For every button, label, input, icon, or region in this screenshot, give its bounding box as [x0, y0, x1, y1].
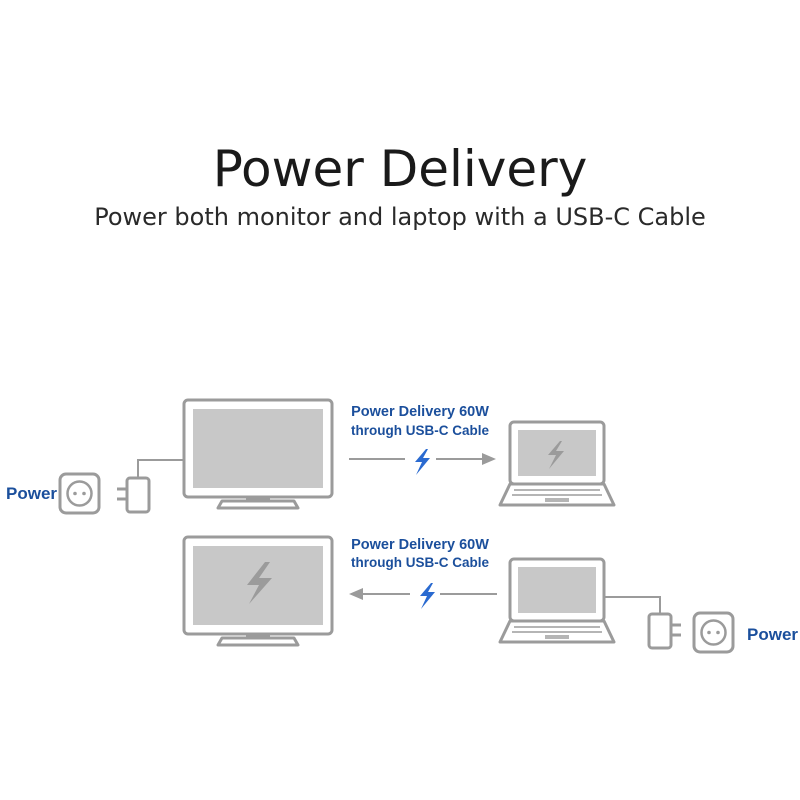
wall-socket-icon-top — [58, 472, 101, 515]
power-cable-top — [137, 459, 184, 478]
pd-label-top-line2: through USB-C Cable — [351, 423, 489, 438]
power-cable-bottom — [604, 596, 661, 614]
power-label-bottom: Power — [747, 625, 799, 644]
lightning-icon-bottom — [420, 583, 435, 609]
monitor-icon-bottom — [182, 535, 334, 647]
page-subtitle: Power both monitor and laptop with a USB… — [94, 203, 706, 231]
wall-socket-icon-bottom — [692, 611, 735, 654]
laptop-icon-top — [498, 420, 616, 507]
power-adapter-icon-top — [117, 476, 151, 514]
monitor-icon-top — [182, 398, 334, 510]
page-title: Power Delivery — [212, 140, 588, 198]
power-label-top: Power — [6, 484, 58, 503]
usb-c-arrow-bottom — [349, 588, 497, 600]
pd-label-top-line1: Power Delivery 60W — [351, 404, 489, 420]
power-adapter-icon-bottom — [647, 612, 681, 650]
usb-c-arrow-top — [349, 453, 496, 465]
lightning-icon-laptop-top — [548, 441, 564, 469]
lightning-icon-top — [415, 449, 430, 475]
pd-label-bottom-line2: through USB-C Cable — [351, 555, 489, 570]
lightning-icon-monitor-bottom — [247, 562, 272, 604]
laptop-icon-bottom — [498, 557, 616, 644]
pd-label-bottom-line1: Power Delivery 60W — [351, 537, 489, 553]
